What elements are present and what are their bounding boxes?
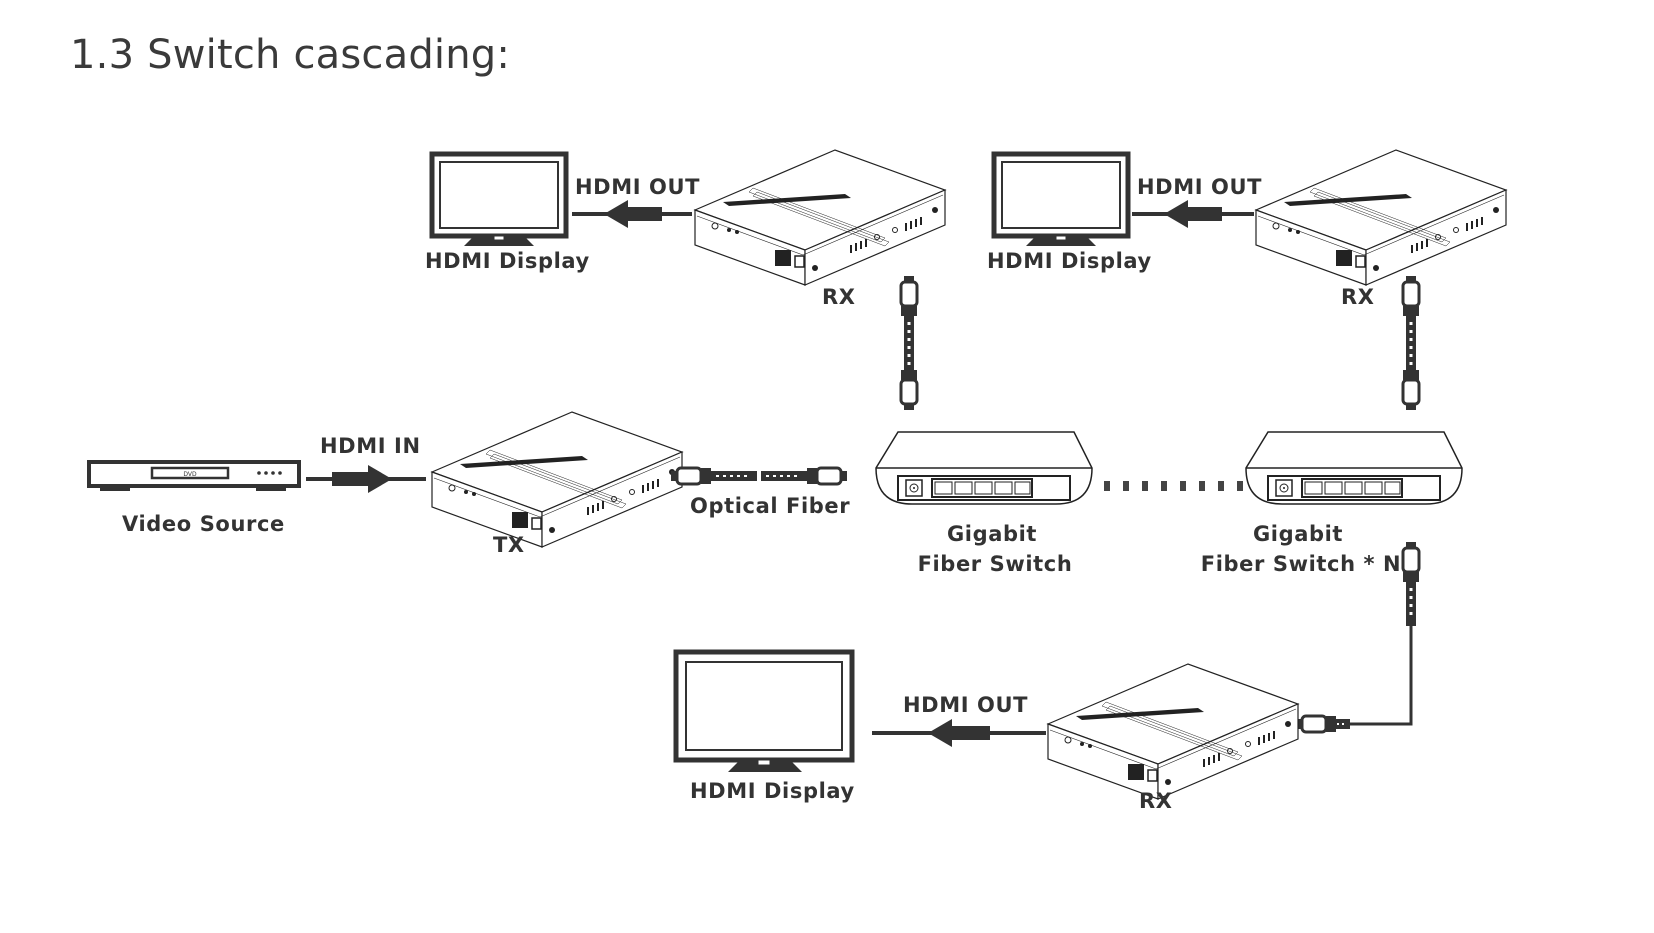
switch-n-label-line2: Fiber Switch * N [1201, 552, 1401, 576]
rx-extender-icon [1047, 663, 1299, 800]
hdmi-out-label: HDMI OUT [575, 175, 700, 199]
svg-text:DVD: DVD [183, 471, 197, 478]
rx-label: RX [1341, 285, 1375, 309]
display-label: HDMI Display [425, 249, 590, 273]
tx-label: TX [493, 533, 525, 557]
fiber-patch-cord-icon [899, 274, 919, 412]
hdmi-out-label: HDMI OUT [903, 693, 1028, 717]
hdmi-in-label: HDMI IN [320, 434, 421, 458]
fiber-switch-icon [875, 431, 1093, 505]
video-source-label: Video Source [122, 512, 285, 536]
display-label: HDMI Display [690, 779, 855, 803]
switch-label-line2: Fiber Switch [918, 552, 1073, 576]
rx-label: RX [822, 285, 856, 309]
optical-fiber-cable [671, 466, 847, 486]
hdmi-display-large-icon [673, 649, 855, 772]
rx-label: RX [1139, 789, 1173, 813]
hdmi-out-label: HDMI OUT [1137, 175, 1262, 199]
hdmi-out-cable [872, 719, 1046, 747]
page-title: 1.3 Switch cascading: [70, 32, 511, 78]
cascade-dots [1104, 481, 1243, 491]
switch-label-line1: Gigabit [947, 522, 1037, 546]
switch-n-label-line1: Gigabit [1253, 522, 1343, 546]
optical-fiber-label: Optical Fiber [690, 494, 850, 518]
hdmi-display-icon [994, 154, 1128, 246]
fiber-patch-cord-icon [1401, 274, 1421, 412]
rx-extender-icon [1255, 149, 1507, 286]
hdmi-out-cable [1132, 200, 1254, 228]
hdmi-out-cable [572, 200, 692, 228]
optical-fiber-cable-down [1296, 542, 1421, 734]
tx-extender-icon [431, 411, 683, 548]
dvd-player-icon: DVD [87, 460, 301, 491]
fiber-switch-n-icon [1245, 431, 1463, 505]
hdmi-in-cable [306, 465, 426, 493]
hdmi-display-icon [432, 154, 566, 246]
rx-extender-icon [694, 149, 946, 286]
display-label: HDMI Display [987, 249, 1152, 273]
